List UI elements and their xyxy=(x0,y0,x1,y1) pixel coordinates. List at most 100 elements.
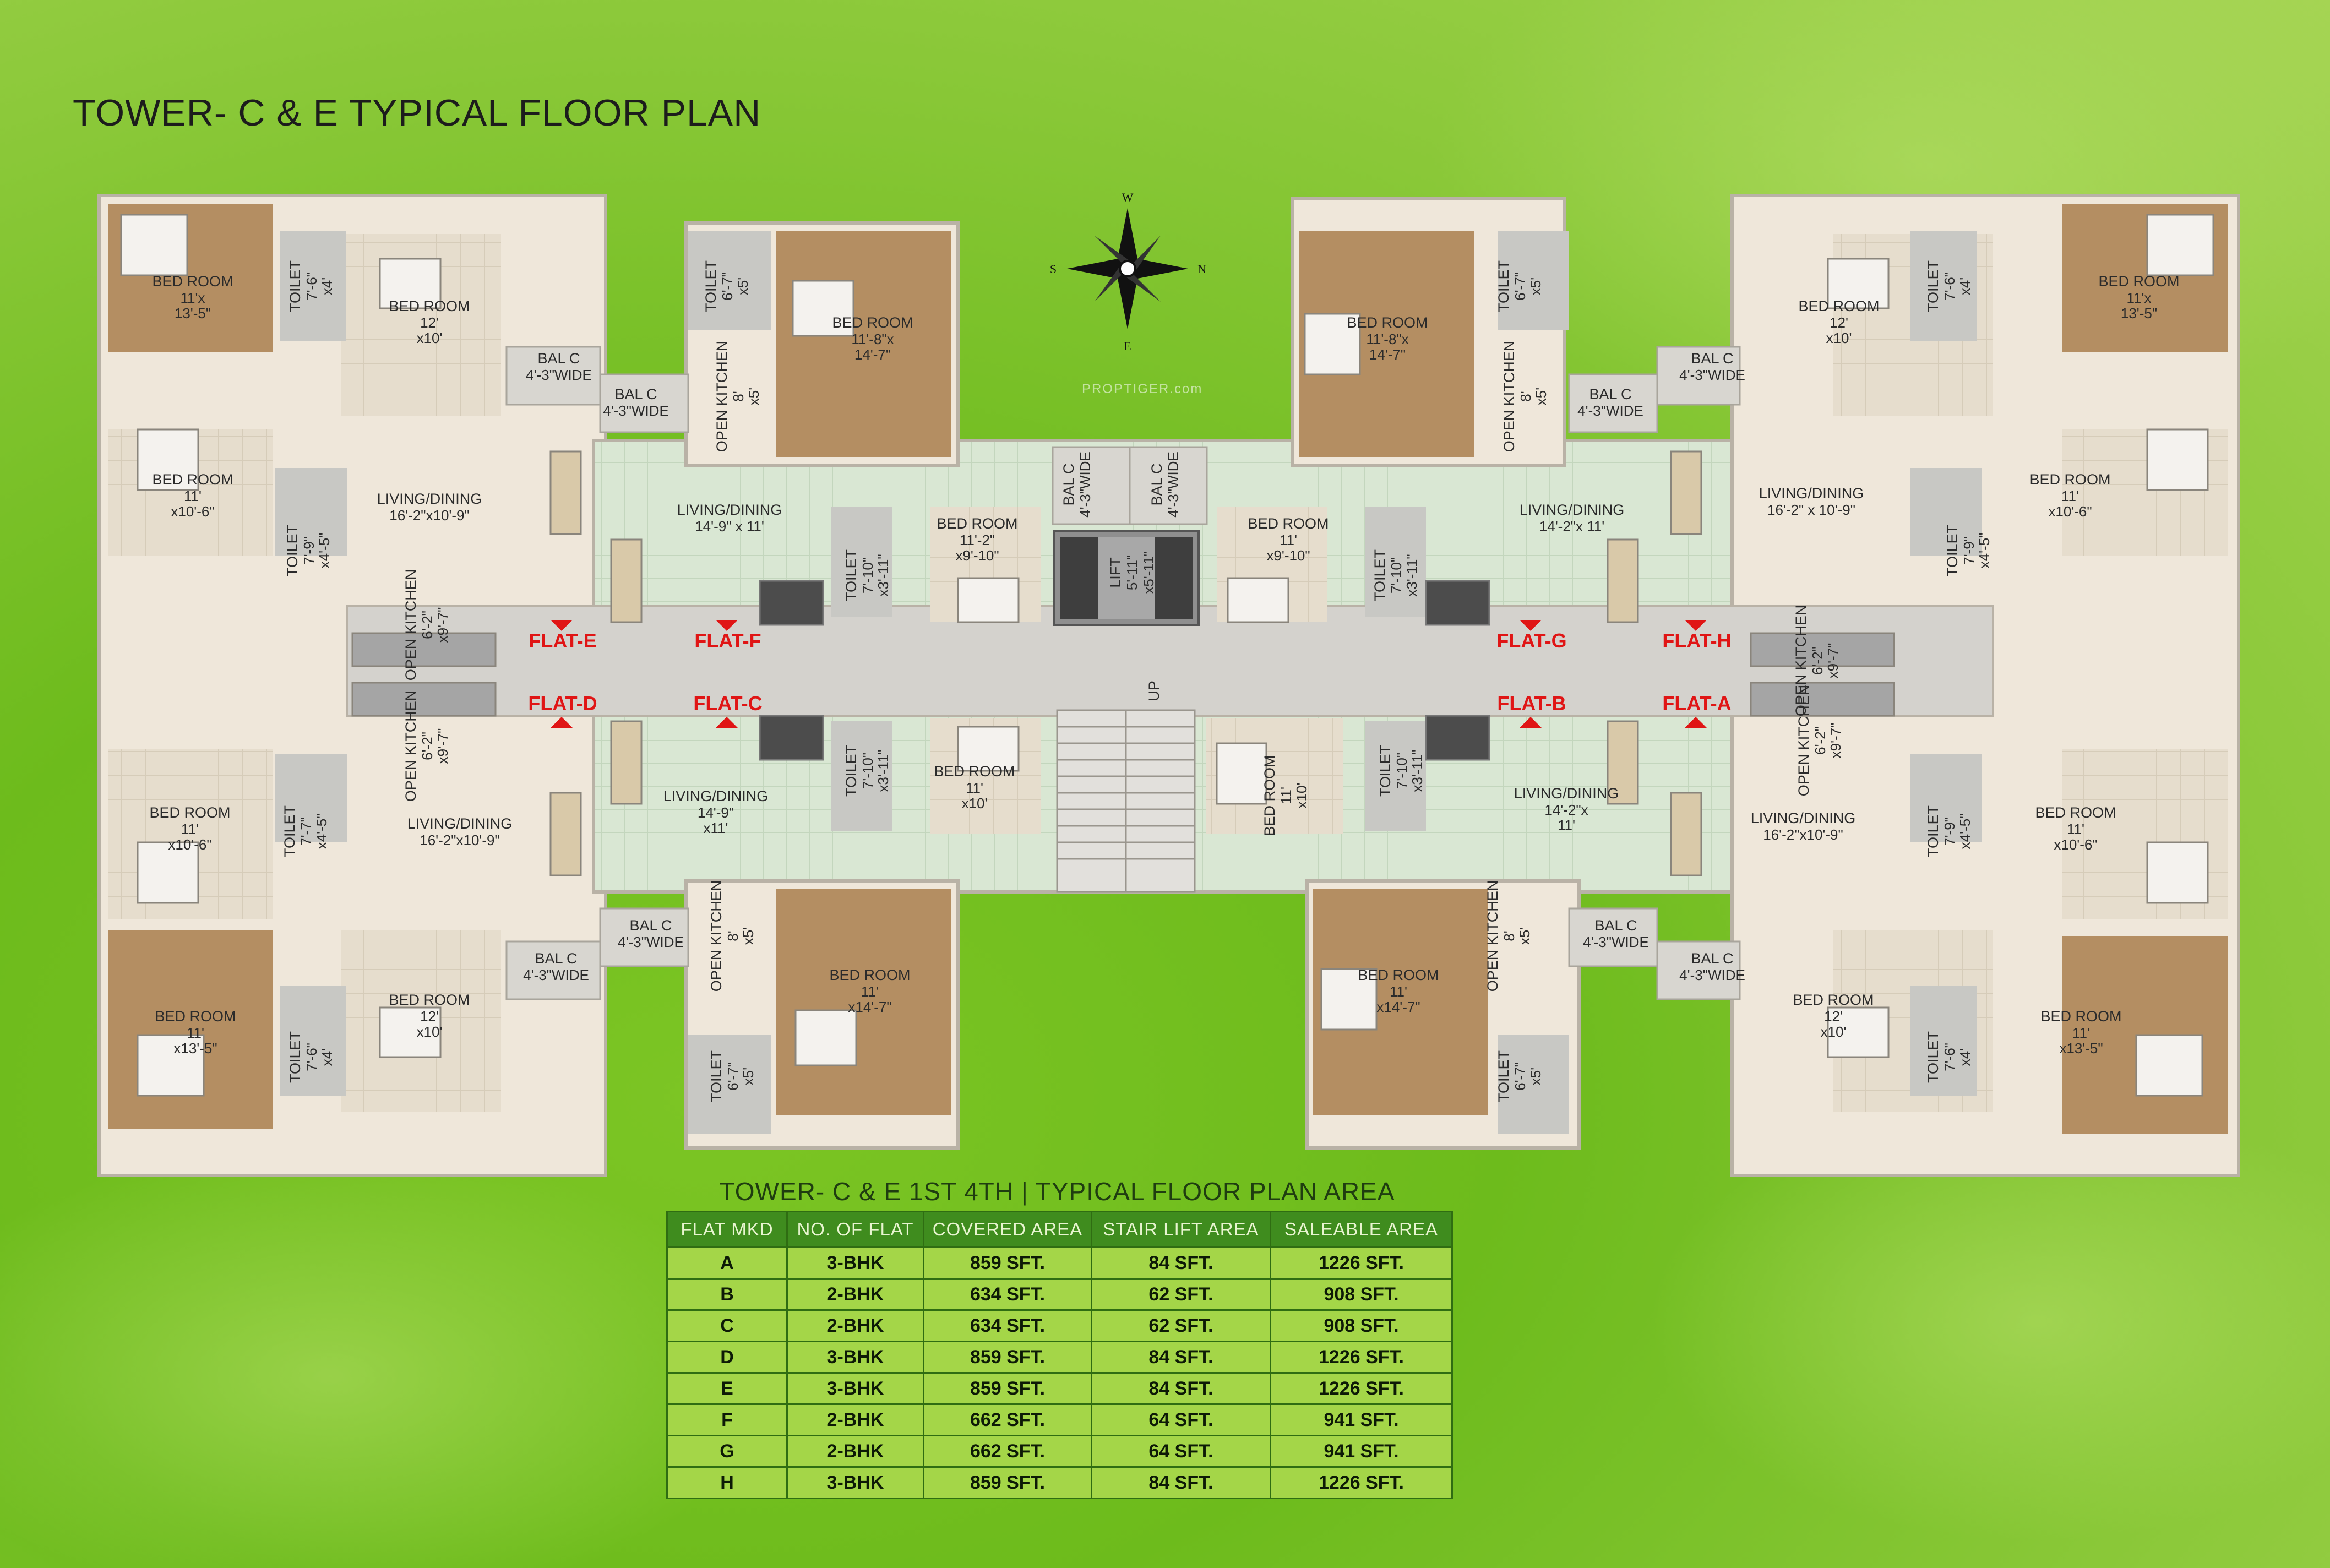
room-label: BAL C4'-3"WIDE xyxy=(1577,386,1643,419)
room-dimension: 6'-2" xyxy=(419,611,435,639)
flat-label: FLAT-E xyxy=(529,629,596,652)
room-dimension: 16'-2"x10'-9" xyxy=(1763,826,1843,843)
stair-up-label: UP xyxy=(1146,680,1162,701)
room-dimension: x9'-10" xyxy=(1266,547,1310,564)
room-name: BAL C xyxy=(629,917,672,934)
room-dimension: 14'-9" xyxy=(698,804,734,821)
cell-covered-area: 634 SFT. xyxy=(923,1278,1092,1311)
room-name: TOILET xyxy=(1925,805,1941,857)
cell-saleable-area: 908 SFT. xyxy=(1270,1278,1453,1311)
core xyxy=(759,530,1490,893)
room-name: LIVING/DINING xyxy=(1759,485,1864,502)
room-name: BAL C xyxy=(1060,463,1077,505)
room-dimension: 7'-6" xyxy=(1941,1043,1958,1071)
cell-stair-lift-area: 84 SFT. xyxy=(1091,1246,1271,1280)
cell-flat-mkd: B xyxy=(666,1278,788,1311)
cell-flat-mkd: C xyxy=(666,1309,788,1342)
cell-stair-lift-area: 64 SFT. xyxy=(1091,1403,1271,1436)
area-table: FLAT MKD NO. OF FLAT COVERED AREA STAIR … xyxy=(666,1211,1453,1499)
room-dimension: x5' xyxy=(740,1068,756,1085)
room-dimension: x4' xyxy=(319,1048,335,1066)
cell-stair-lift-area: 84 SFT. xyxy=(1091,1372,1271,1405)
room-dimension: 6'-7" xyxy=(1512,1062,1528,1091)
cell-saleable-area: 1226 SFT. xyxy=(1270,1246,1453,1280)
cell-covered-area: 859 SFT. xyxy=(923,1246,1092,1280)
room-dimension: 11' xyxy=(181,821,199,837)
room-dimension: 8' xyxy=(730,391,747,401)
room-dimension: 4'-3"WIDE xyxy=(1679,367,1745,383)
cell-flat-mkd: F xyxy=(666,1403,788,1436)
room-dimension: 4'-3"WIDE xyxy=(603,402,669,419)
room-name: TOILET xyxy=(1925,1031,1941,1083)
room-dimension: x5' xyxy=(734,277,751,295)
room-name: BED ROOM xyxy=(1248,515,1329,532)
room-dimension: 4'-3"WIDE xyxy=(1077,451,1093,518)
cell-saleable-area: 1226 SFT. xyxy=(1270,1341,1453,1374)
room-name: LIVING/DINING xyxy=(377,491,482,507)
room-dimension: x10' xyxy=(417,330,443,346)
cell-no-of-flat: 3-BHK xyxy=(786,1372,924,1405)
room-dimension: 16'-2" x 10'-9" xyxy=(1767,502,1855,518)
room-dimension: x5' xyxy=(1516,927,1533,945)
cell-covered-area: 634 SFT. xyxy=(923,1309,1092,1342)
room-dimension: x11' xyxy=(704,820,728,836)
flat-label: FLAT-A xyxy=(1662,692,1731,715)
room-name: BED ROOM xyxy=(1358,967,1439,983)
room-dimension: 11' xyxy=(966,780,983,796)
room-name: LIVING/DINING xyxy=(677,502,782,518)
room-name: BAL C xyxy=(1594,917,1637,934)
room-name: BED ROOM xyxy=(155,1008,236,1025)
room-dimension: 14'-2"x 11' xyxy=(1539,518,1604,535)
header-covered-area: COVERED AREA xyxy=(923,1211,1092,1248)
header-no-of-flat: NO. OF FLAT xyxy=(786,1211,924,1248)
room-name: BAL C xyxy=(537,350,580,367)
room-dimension: 7'-10" xyxy=(1393,753,1410,789)
room-name: OPEN KITCHEN xyxy=(714,341,730,453)
room-name: LIVING/DINING xyxy=(407,815,513,832)
flat-label: FLAT-B xyxy=(1497,692,1566,715)
room-name: BED ROOM xyxy=(149,804,230,821)
room-dimension: 12' xyxy=(420,1008,439,1025)
room-dimension: x14'-7" xyxy=(848,999,891,1015)
cell-stair-lift-area: 84 SFT. xyxy=(1091,1341,1271,1374)
room-dimension: 7'-6" xyxy=(1941,272,1958,301)
cell-no-of-flat: 2-BHK xyxy=(786,1278,924,1311)
room-dimension: 11'x xyxy=(2127,290,2152,306)
room-dimension: 6'-2" xyxy=(1812,726,1828,755)
room-dimension: x9'-7" xyxy=(434,728,451,764)
room-dimension: x10' xyxy=(962,795,988,812)
lift-label: LIFT xyxy=(1107,557,1124,588)
room-name: TOILET xyxy=(1944,525,1961,576)
room-name: TOILET xyxy=(1495,1050,1512,1102)
room-dimension: x9'-7" xyxy=(1825,643,1841,679)
room-dimension: 11'-2" xyxy=(960,532,995,548)
room-dimension: x10' xyxy=(1293,783,1310,809)
room-dimension: 11' xyxy=(184,488,202,504)
room-label: BAL C4'-3"WIDE xyxy=(523,950,589,983)
room-dimension: 7'-7" xyxy=(298,817,314,846)
room-name: TOILET xyxy=(1495,260,1512,312)
cell-flat-mkd: H xyxy=(666,1466,788,1499)
cell-covered-area: 859 SFT. xyxy=(923,1341,1092,1374)
room-dimension: x10'-6" xyxy=(171,503,214,520)
room-name: BAL C xyxy=(1691,950,1733,967)
room-dimension: 7'-9" xyxy=(301,536,317,565)
